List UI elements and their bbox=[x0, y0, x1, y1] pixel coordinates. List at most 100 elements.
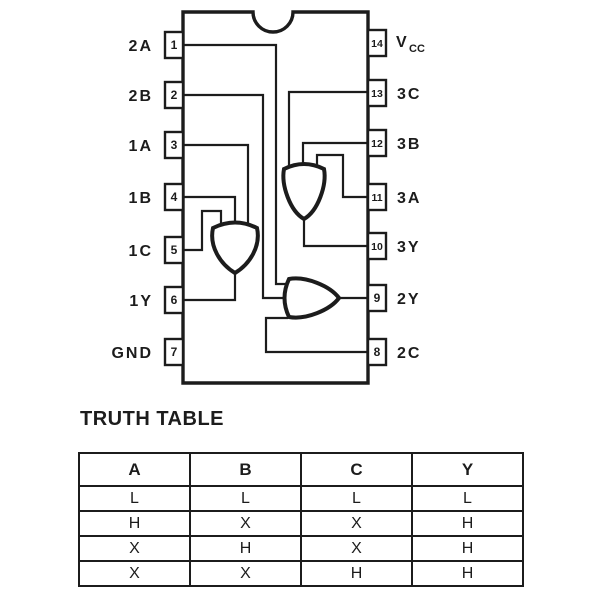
pin-10-number: 10 bbox=[371, 241, 383, 253]
pin-13-number: 13 bbox=[371, 88, 383, 100]
pin-11-number: 11 bbox=[371, 192, 382, 204]
pin-9-box bbox=[366, 283, 388, 313]
pin-13-box bbox=[366, 78, 388, 108]
pin-7-number: 7 bbox=[171, 345, 178, 359]
pin-1-label: 2A bbox=[129, 38, 153, 55]
column-header-a: A bbox=[78, 452, 191, 487]
or-gate-2 bbox=[282, 276, 342, 320]
table-cell: L bbox=[411, 485, 524, 512]
pin-10-label: 3Y bbox=[397, 239, 421, 256]
pin-4-number: 4 bbox=[171, 190, 178, 204]
pin-2-label: 2B bbox=[129, 88, 153, 105]
table-cell: H bbox=[78, 510, 191, 537]
column-header-b: B bbox=[189, 452, 302, 487]
pin-1-box bbox=[163, 30, 185, 60]
pin-9: 9 2Y bbox=[366, 283, 421, 313]
wire-pin11-3A bbox=[315, 153, 370, 199]
internal-wiring bbox=[181, 43, 370, 354]
or-gate-1 bbox=[210, 220, 260, 276]
pin-3: 3 1A bbox=[129, 130, 185, 160]
wire-pin3-1A bbox=[181, 143, 250, 228]
pin-12-number: 12 bbox=[371, 138, 383, 150]
column-header-y: Y bbox=[411, 452, 524, 487]
table-cell: H bbox=[300, 560, 413, 587]
or-gates bbox=[210, 162, 342, 320]
pin-12: 12 3B bbox=[366, 128, 421, 158]
pin-14-label: V bbox=[396, 34, 409, 51]
pin-11-box bbox=[366, 182, 388, 212]
pin-2-box bbox=[163, 80, 185, 110]
pin-3-box bbox=[163, 130, 185, 160]
truth-table: A B C Y L L L L H X X H X H X bbox=[78, 452, 524, 587]
table-cell: H bbox=[411, 510, 524, 537]
table-cell: X bbox=[189, 560, 302, 587]
pin-10: 10 3Y bbox=[366, 231, 421, 261]
pin-6-number: 6 bbox=[171, 293, 178, 307]
table-cell: H bbox=[411, 560, 524, 587]
pin-5-number: 5 bbox=[171, 243, 178, 257]
pin-8-label: 2C bbox=[397, 345, 421, 362]
table-cell: X bbox=[189, 510, 302, 537]
pin-12-label: 3B bbox=[397, 136, 421, 153]
pin-4-box bbox=[163, 182, 185, 212]
column-header-c: C bbox=[300, 452, 413, 487]
ic-body bbox=[181, 10, 370, 385]
pin-9-number: 9 bbox=[374, 291, 381, 305]
table-cell: L bbox=[300, 485, 413, 512]
pin-4-label: 1B bbox=[129, 190, 153, 207]
pin-7-label: GND bbox=[111, 345, 153, 362]
wire-pin2-2B bbox=[181, 93, 287, 300]
table-cell: X bbox=[300, 535, 413, 562]
pin-6: 6 1Y bbox=[129, 285, 185, 315]
truth-table-title: TRUTH TABLE bbox=[80, 408, 224, 430]
pin-10-box bbox=[366, 231, 388, 261]
pin-13-label: 3C bbox=[397, 86, 421, 103]
wire-pin1-2A bbox=[181, 43, 290, 286]
pin-3-number: 3 bbox=[171, 138, 178, 152]
table-cell: L bbox=[189, 485, 302, 512]
right-pins: 14 V CC 13 3C 12 3B 11 3A 10 bbox=[366, 28, 425, 367]
pin-4: 4 1B bbox=[129, 182, 185, 212]
table-cell: X bbox=[78, 535, 191, 562]
pin-5-box bbox=[163, 235, 185, 265]
table-row: X H X H bbox=[78, 535, 524, 562]
table-row: X X H H bbox=[78, 560, 524, 587]
table-cell: H bbox=[411, 535, 524, 562]
header-row: A B C Y bbox=[78, 452, 524, 487]
pin-12-box bbox=[366, 128, 388, 158]
or-gate-3 bbox=[281, 162, 327, 222]
wire-pin8-2C bbox=[264, 316, 370, 354]
table-cell: L bbox=[78, 485, 191, 512]
pin-8-number: 8 bbox=[374, 345, 381, 359]
wire-pin4-1B bbox=[181, 195, 237, 225]
wire-gate1-out-pin6 bbox=[181, 268, 237, 302]
pin-1: 1 2A bbox=[129, 30, 185, 60]
pin-3-label: 1A bbox=[129, 138, 153, 155]
pin-8-box bbox=[366, 337, 388, 367]
pin-7: 7 GND bbox=[111, 337, 185, 367]
left-pins: 1 2A 2 2B 3 1A 4 1B 5 1C bbox=[111, 30, 185, 367]
pin-9-label: 2Y bbox=[397, 291, 421, 308]
wire-pin5-1C bbox=[181, 209, 223, 252]
table-row: H X X H bbox=[78, 510, 524, 537]
pin-14-label-subscript: CC bbox=[409, 43, 425, 55]
pin-5: 5 1C bbox=[129, 235, 185, 265]
wire-pin13-3C bbox=[287, 90, 370, 172]
ic-pinout-diagram: 1 2A 2 2B 3 1A 4 1B 5 1C bbox=[111, 10, 425, 385]
table-cell: H bbox=[189, 535, 302, 562]
table-row: L L L L bbox=[78, 485, 524, 512]
pin-14-box bbox=[366, 28, 388, 58]
pin-14: 14 V CC bbox=[366, 28, 425, 58]
wire-gate3-out-pin10 bbox=[302, 214, 370, 248]
table-cell: X bbox=[300, 510, 413, 537]
pin-11-label: 3A bbox=[397, 190, 421, 207]
pin-5-label: 1C bbox=[129, 243, 153, 260]
table-cell: X bbox=[78, 560, 191, 587]
wire-pin12-3B bbox=[301, 141, 370, 166]
pin-6-label: 1Y bbox=[129, 293, 153, 310]
pin-1-number: 1 bbox=[171, 38, 178, 52]
pin-6-box bbox=[163, 285, 185, 315]
pin-14-number: 14 bbox=[371, 38, 383, 50]
pin-13: 13 3C bbox=[366, 78, 421, 108]
